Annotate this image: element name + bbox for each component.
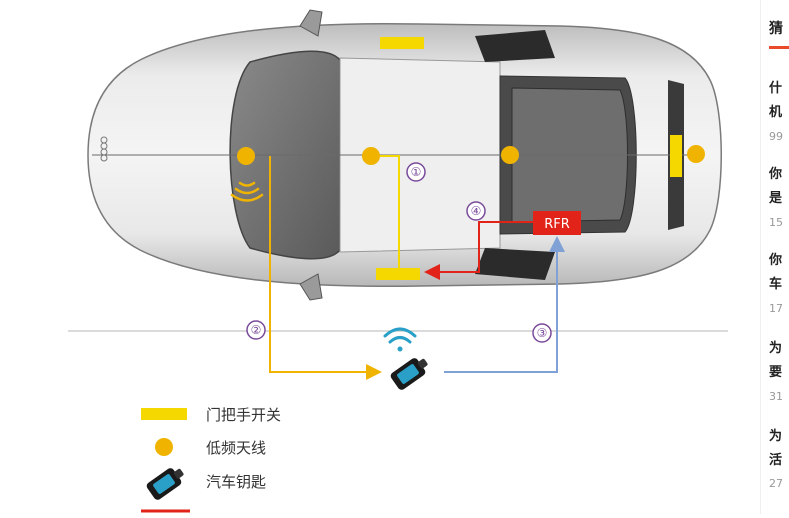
marker-3: ③ (537, 326, 548, 340)
lf-wave-icon (230, 181, 264, 202)
sidebar-header: 猜 (769, 21, 783, 37)
legend-car-key-swatch (146, 468, 184, 500)
sidebar-item-3-count: 31 (769, 390, 783, 403)
sidebar-item-4-count: 27 (769, 477, 783, 490)
sidebar-header-accent (769, 46, 789, 49)
signal-path-4 (424, 221, 533, 280)
sidebar-item-1-count: 15 (769, 216, 783, 229)
marker-4-circle (466, 201, 486, 221)
brand-logo-rings (100, 136, 108, 162)
marker-4: ④ (471, 204, 482, 218)
sidebar-item-3-line2[interactable]: 要 (769, 365, 783, 380)
sidebar-item-0-line1[interactable]: 什 (769, 81, 783, 96)
legend-lf-antenna-label: 低频天线 (206, 439, 266, 457)
keyless-entry-diagram: ① ② ③ ④ RFR 门把手开关 低 (68, 9, 728, 513)
car-key-icon (390, 358, 428, 390)
sidebar-item-4-line1[interactable]: 为 (769, 429, 783, 444)
legend-door-switch-label: 门把手开关 (206, 406, 281, 424)
lf-antenna-tail (687, 145, 705, 163)
rfr-label: RFR (544, 217, 570, 232)
sidebar-item-3-line1[interactable]: 为 (769, 341, 783, 356)
marker-1: ① (411, 165, 422, 179)
lf-antenna-rear (501, 146, 519, 164)
legend: 门把手开关 低频天线 汽车钥匙 (141, 406, 281, 513)
marker-2-circle (246, 320, 266, 340)
diagram-canvas: ① ② ③ ④ RFR 门把手开关 低 (68, 9, 728, 513)
legend-car-key-label: 汽车钥匙 (206, 473, 266, 491)
mirror-top (299, 9, 323, 37)
marker-3-circle (532, 323, 552, 343)
signal-path-1 (380, 155, 400, 268)
recommendation-sidebar: 猜 什 机 99 你 是 15 你 车 17 为 要 31 为 活 27 (760, 0, 789, 514)
side-intake-bottom (475, 248, 555, 280)
lf-antenna-cabin (362, 147, 380, 165)
mirror-bottom (299, 273, 323, 301)
signal-path-2 (269, 156, 382, 380)
sidebar-item-2-line2[interactable]: 车 (769, 277, 783, 292)
lf-antenna-front (237, 147, 255, 165)
sidebar-item-1-line2[interactable]: 是 (769, 191, 783, 206)
legend-lf-antenna-swatch (155, 438, 173, 456)
signal-path-3 (444, 236, 565, 373)
legend-door-switch-swatch (141, 408, 187, 420)
door-handle-switch-rear (670, 135, 682, 177)
sidebar-item-0-count: 99 (769, 130, 783, 143)
car-illustration (87, 9, 722, 301)
sidebar-item-2-line1[interactable]: 你 (769, 253, 783, 268)
marker-1-circle (406, 162, 426, 182)
side-intake-top (475, 30, 555, 62)
marker-2: ② (251, 323, 262, 337)
sidebar-item-0-line2[interactable]: 机 (769, 105, 783, 120)
wifi-icon (383, 327, 417, 352)
sidebar-item-4-line2[interactable]: 活 (769, 453, 783, 468)
door-handle-switch-top (380, 37, 424, 49)
sidebar-item-2-count: 17 (769, 302, 783, 315)
sidebar-item-1-line1[interactable]: 你 (769, 167, 783, 182)
rfr-module (533, 211, 581, 235)
door-handle-switch-bottom (376, 268, 420, 280)
